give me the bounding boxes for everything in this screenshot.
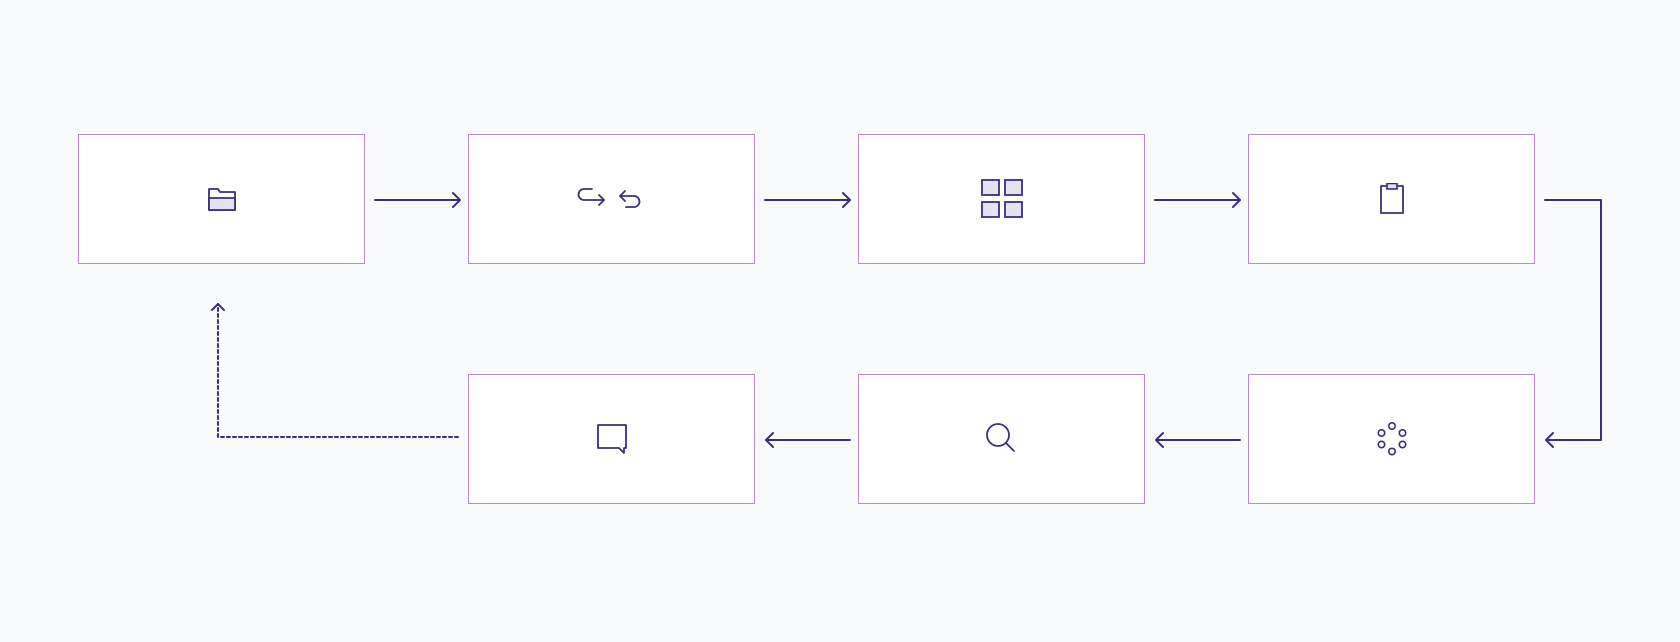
grid-icon (980, 178, 1024, 220)
step-box-folder[interactable] (78, 134, 365, 264)
dots-circle-icon (1375, 421, 1409, 457)
edge-b4-b5 (1544, 199, 1602, 448)
edge-b3-b4 (1154, 192, 1241, 208)
step-box-dots[interactable] (1248, 374, 1535, 504)
edge-b7-b1-dashed (211, 303, 459, 438)
edge-b5-b6 (1155, 432, 1241, 448)
step-box-clipboard[interactable] (1248, 134, 1535, 264)
step-box-grid[interactable] (858, 134, 1145, 264)
step-box-comment[interactable] (468, 374, 755, 504)
clipboard-icon (1378, 183, 1406, 215)
search-icon (985, 422, 1019, 456)
folder-icon (207, 186, 237, 212)
speech-bubble-icon (595, 422, 629, 456)
edge-b2-b3 (764, 192, 851, 208)
edge-b6-b7 (765, 432, 851, 448)
step-box-swap[interactable] (468, 134, 755, 264)
swap-arrows-icon (576, 184, 648, 214)
edge-b1-b2 (374, 192, 461, 208)
step-box-search[interactable] (858, 374, 1145, 504)
